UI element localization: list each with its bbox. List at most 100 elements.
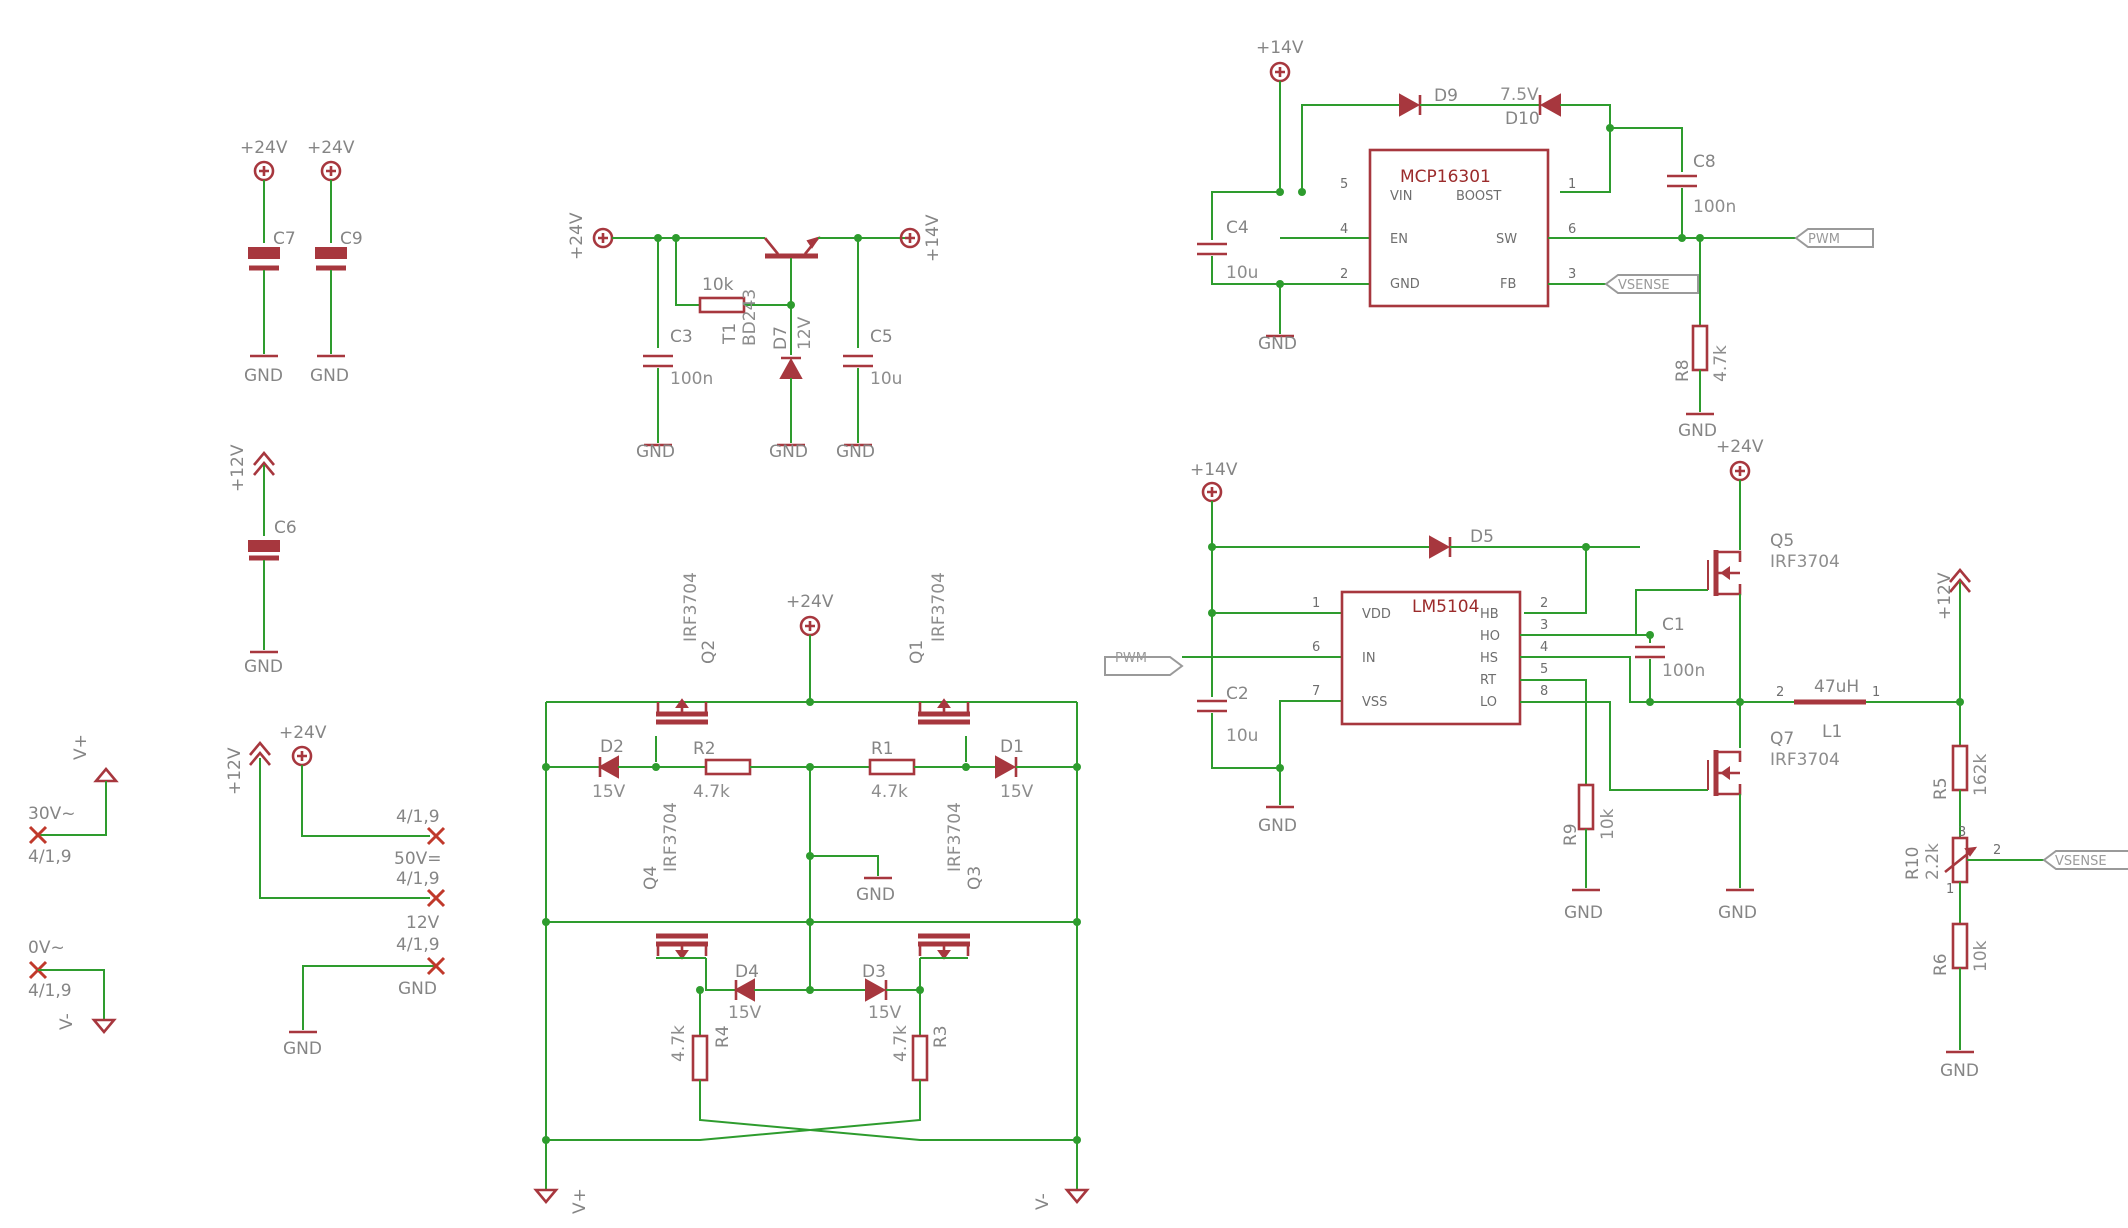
mcp-pin-gnd: GND xyxy=(1390,277,1420,292)
divider-net-label: +12V xyxy=(1935,572,1955,620)
c9-label: C9 xyxy=(340,229,363,249)
c3-gnd-label: GND xyxy=(636,442,675,462)
conn-30v-value: 30V~ xyxy=(28,804,76,824)
conn-12v-net-label: +12V xyxy=(225,747,245,795)
mcp-pin-boost: BOOST xyxy=(1456,189,1501,204)
q3-value: IRF3704 xyxy=(945,802,965,872)
conn-right3-pin: 4/1,9 xyxy=(396,935,440,955)
mcp-pin-sw: SW xyxy=(1496,232,1517,247)
c9-net-label: +24V xyxy=(307,138,355,158)
lm-pin-ho: HO xyxy=(1480,629,1500,644)
d10-label: D10 xyxy=(1505,109,1540,129)
lm-pinnum-vss: 7 xyxy=(1312,684,1320,699)
conn-right2-pin: 4/1,9 xyxy=(396,869,440,889)
lm-pin-rt: RT xyxy=(1480,673,1496,688)
mcp-vin-net-label: +14V xyxy=(1256,38,1304,58)
mcp-title: MCP16301 xyxy=(1400,167,1491,187)
mcp-pinnum-boost: 1 xyxy=(1568,177,1576,192)
q1-value: IRF3704 xyxy=(929,572,949,642)
r3-value: 4.7k xyxy=(891,1025,911,1062)
mosfet-bridge: +24V V+ V- IRF3704 Q2 Q1 IRF3704 D2 15V xyxy=(533,572,1090,1214)
d3-label: D3 xyxy=(862,962,886,982)
lm-pin-vss: VSS xyxy=(1362,695,1387,710)
r10-pin3: 3 xyxy=(1958,825,1966,840)
linear-regulator: +24V C3 100n GND 10k T1 BD243 D7 12V GND… xyxy=(567,212,943,462)
t1-label: T1 xyxy=(720,323,740,345)
conn-0v-pin: 4/1,9 xyxy=(28,981,72,1001)
r10-pin1: 1 xyxy=(1946,882,1954,897)
d1-label: D1 xyxy=(1000,737,1024,757)
r3-label: R3 xyxy=(931,1025,951,1048)
mcp-pinnum-vin: 5 xyxy=(1340,177,1348,192)
q4-label: Q4 xyxy=(641,866,661,890)
conn-vplus-label: V+ xyxy=(71,734,91,760)
r6-label: R6 xyxy=(1931,953,1951,976)
mcp-pinnum-gnd: 2 xyxy=(1340,267,1348,282)
lm-pin-lo: LO xyxy=(1480,695,1497,710)
t1-value: BD243 xyxy=(740,289,760,346)
r5-value: 162k xyxy=(1971,754,1991,796)
mcp-gnd-label: GND xyxy=(1258,334,1297,354)
mcp-vsense-flag: VSENSE xyxy=(1618,278,1670,293)
lm-pinnum-vdd: 1 xyxy=(1312,596,1320,611)
q1-label: Q1 xyxy=(907,640,927,664)
mcp-pinnum-sw: 6 xyxy=(1568,222,1576,237)
reg-input-net-label: +24V xyxy=(567,212,587,260)
lm-pinnum-rt: 5 xyxy=(1540,662,1548,677)
c3-value: 100n xyxy=(670,369,713,389)
q2-label: Q2 xyxy=(699,640,719,664)
conn-0v-value: 0V~ xyxy=(28,938,65,958)
bridge-vplus-label: V+ xyxy=(570,1188,590,1214)
supply-caps-c7-c9: +24V C7 GND +24V C9 GND +12V C6 GND xyxy=(228,138,363,677)
lm-pin-vdd: VDD xyxy=(1362,607,1391,622)
mcp-pin-en: EN xyxy=(1390,232,1408,247)
c7-gnd-label: GND xyxy=(244,366,283,386)
lm-pin-hs: HS xyxy=(1480,651,1498,666)
c6-net-label: +12V xyxy=(228,444,248,492)
reg-output-net-label: +14V xyxy=(923,214,943,262)
r10-value: 2.2k xyxy=(1923,843,1943,880)
lm-pinnum-hs: 4 xyxy=(1540,640,1548,655)
lm-vdd-net-label: +14V xyxy=(1190,460,1238,480)
d3-value: 15V xyxy=(868,1003,902,1023)
mcp-pin-fb: FB xyxy=(1500,277,1516,292)
lm5104-half-bridge: +14V D5 C2 10u GND PWM LM5104 VDD IN VSS… xyxy=(1104,437,1964,923)
conn-right1-value: 50V= xyxy=(394,849,442,869)
r8-value: 4.7k xyxy=(1711,345,1731,382)
r8-label: R8 xyxy=(1673,359,1693,382)
d2-value: 15V xyxy=(592,782,626,802)
conn-30v-pin: 4/1,9 xyxy=(28,847,72,867)
r10-pin2: 2 xyxy=(1993,843,2001,858)
c7-net-label: +24V xyxy=(240,138,288,158)
d5-label: D5 xyxy=(1470,527,1494,547)
l1-label: L1 xyxy=(1822,722,1842,742)
c5-value: 10u xyxy=(870,369,902,389)
r4-label: R4 xyxy=(713,1025,733,1048)
r6-gnd-label: GND xyxy=(1940,1061,1979,1081)
r1-value: 4.7k xyxy=(871,782,908,802)
d4-label: D4 xyxy=(735,962,759,982)
mcp-pin-vin: VIN xyxy=(1390,189,1412,204)
c8-label: C8 xyxy=(1693,152,1716,172)
lm-pinnum-lo: 8 xyxy=(1540,684,1548,699)
q5-drain-net-label: +24V xyxy=(1716,437,1764,457)
r5-label: R5 xyxy=(1931,777,1951,800)
r-t1-value: 10k xyxy=(702,275,734,295)
r1-label: R1 xyxy=(871,739,894,759)
d7-value: 12V xyxy=(795,316,815,350)
c6-label: C6 xyxy=(274,518,297,538)
r2-value: 4.7k xyxy=(693,782,730,802)
feedback-divider: +12V R5 162k VSENSE R10 2.2k 3 2 1 R6 10… xyxy=(1903,567,2128,1081)
c6-gnd-label: GND xyxy=(244,657,283,677)
q5-value: IRF3704 xyxy=(1770,552,1840,572)
lm-pin-in: IN xyxy=(1362,651,1376,666)
lm-pin-hb: HB xyxy=(1480,607,1499,622)
q5-label: Q5 xyxy=(1770,531,1794,551)
r8-gnd-label: GND xyxy=(1678,421,1717,441)
mcp-pinnum-en: 4 xyxy=(1340,222,1348,237)
conn-24v-net-label: +24V xyxy=(279,723,327,743)
c2-label: C2 xyxy=(1226,684,1249,704)
c4-label: C4 xyxy=(1226,218,1249,238)
r2-label: R2 xyxy=(693,739,716,759)
